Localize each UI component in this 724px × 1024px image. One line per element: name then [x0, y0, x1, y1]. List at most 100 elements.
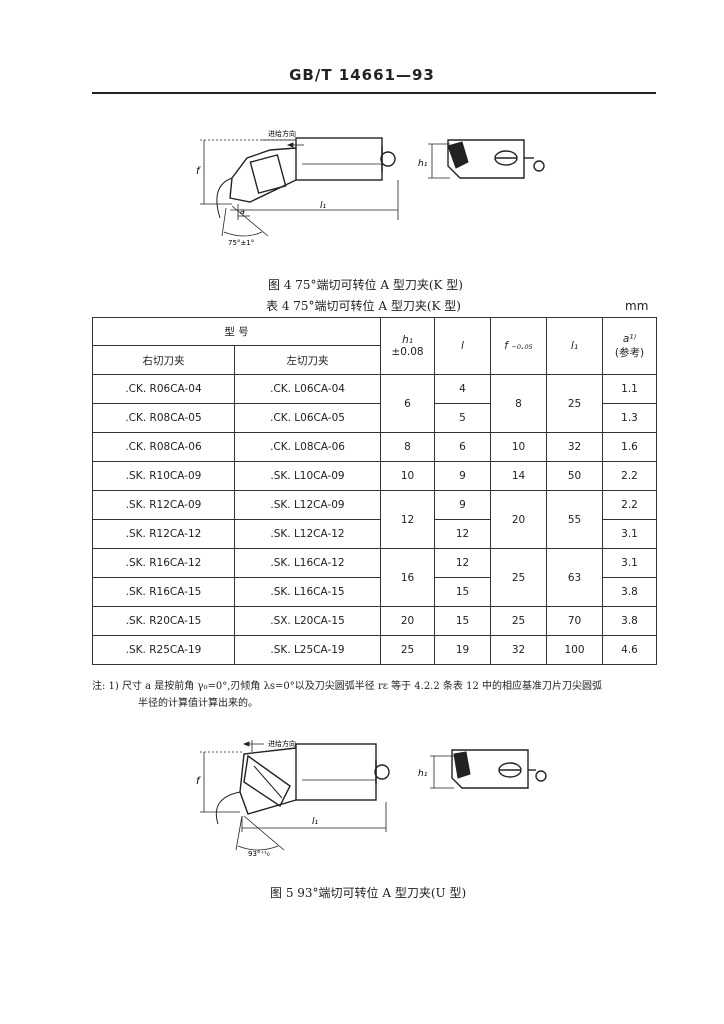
table-row: .CK. R06CA-04 .CK. L06CA-04 6 4 8 25 1.1 — [92, 374, 657, 433]
figure4-dim-l1: l₁ — [320, 201, 327, 211]
table-header-l1: l₁ — [546, 317, 603, 375]
figure5-dim-f: f — [196, 776, 201, 787]
row-a: 1.3 — [602, 403, 657, 433]
table-header-right: 右切刀夹 — [92, 345, 235, 375]
table-row: .SK. R25CA-19 .SK. L25CA-19 25 19 32 100… — [92, 635, 657, 665]
row-h1: 12 — [380, 490, 435, 549]
figure4-dim-h1: h₁ — [418, 159, 428, 169]
row-a: 4.6 — [602, 635, 657, 665]
row-right-model: .SK. R16CA-12 — [92, 548, 235, 578]
row-f: 25 — [490, 606, 547, 636]
row-right-model: .SK. R25CA-19 — [92, 635, 235, 665]
figure5-side-view: 进给方向 f l₁ 93°⁺¹₀ — [196, 739, 390, 858]
table-header-f: f ₋₀.₀₅ — [490, 317, 547, 375]
row-l1: 55 — [546, 490, 603, 549]
row-l1: 25 — [546, 374, 603, 433]
row-l: 6 — [434, 432, 491, 462]
row-left-model: .SK. L16CA-15 — [234, 577, 381, 607]
figure5-dim-h1: h₁ — [418, 769, 428, 779]
row-l1: 50 — [546, 461, 603, 491]
row-h1: 6 — [380, 374, 435, 433]
row-l: 9 — [434, 461, 491, 491]
row-l1: 100 — [546, 635, 603, 665]
row-a: 3.8 — [602, 577, 657, 607]
row-a: 2.2 — [602, 461, 657, 491]
row-h1: 8 — [380, 432, 435, 462]
table4: 型 号 h₁ ±0.08 l f ₋₀.₀₅ l₁ a¹⁾ (参考) 右切刀夹 … — [92, 317, 657, 665]
row-right-model: .SK. R12CA-09 — [92, 490, 235, 520]
figure4-angle: 75°±1° — [228, 239, 254, 247]
row-l1: 70 — [546, 606, 603, 636]
table-header-l: l — [434, 317, 491, 375]
table-row: .SK. R16CA-12 .SK. L16CA-12 16 12 25 63 … — [92, 548, 657, 607]
row-right-model: .SK. R16CA-15 — [92, 577, 235, 607]
figure4-end-view: h₁ — [418, 139, 545, 179]
row-h1: 20 — [380, 606, 435, 636]
row-left-model: .SK. L12CA-12 — [234, 519, 381, 549]
row-h1: 10 — [380, 461, 435, 491]
row-right-model: .CK. R08CA-06 — [92, 432, 235, 462]
row-right-model: .CK. R06CA-04 — [92, 374, 235, 404]
row-a: 1.1 — [602, 374, 657, 404]
row-l: 15 — [434, 577, 491, 607]
figure4-caption: 图 4 75°端切可转位 A 型刀夹(K 型) — [268, 278, 463, 292]
row-f: 10 — [490, 432, 547, 462]
figure5-dim-l1: l₁ — [312, 817, 319, 827]
row-right-model: .CK. R08CA-05 — [92, 403, 235, 433]
row-left-model: .SK. L12CA-09 — [234, 490, 381, 520]
table-header-a-ref: (参考) — [614, 346, 645, 359]
note-line-2: 半径的计算值计算出来的。 — [138, 698, 258, 709]
row-h1: 16 — [380, 548, 435, 607]
row-left-model: .CK. L08CA-06 — [234, 432, 381, 462]
table-row: .SK. R16CA-15 .SK. L16CA-15 15 3.8 — [92, 577, 657, 607]
table-row: .SK. R12CA-09 .SK. L12CA-09 12 9 20 55 2… — [92, 490, 657, 549]
row-right-model: .SK. R20CA-15 — [92, 606, 235, 636]
table4-note: 注: 1) 尺寸 a 是按前角 γ₀=0°,刃倾角 λs=0°以及刀尖圆弧半径 … — [92, 678, 662, 712]
row-a: 2.2 — [602, 490, 657, 520]
row-a: 3.8 — [602, 606, 657, 636]
row-f: 8 — [490, 374, 547, 433]
row-l: 12 — [434, 519, 491, 549]
row-left-model: .SK. L10CA-09 — [234, 461, 381, 491]
table-row: .CK. R08CA-06 .CK. L08CA-06 8 6 10 32 1.… — [92, 432, 657, 462]
row-left-model: .SK. L16CA-12 — [234, 548, 381, 578]
figure4-side-view: 进给方向 f l₁ a 75°±1° — [196, 129, 399, 247]
row-f: 32 — [490, 635, 547, 665]
standard-code: GB/T 14661—93 — [289, 66, 435, 84]
row-l: 4 — [434, 374, 491, 404]
figure5-caption: 图 5 93°端切可转位 A 型刀夹(U 型) — [270, 886, 467, 900]
row-left-model: .SK. L25CA-19 — [234, 635, 381, 665]
table-row: .SK. R20CA-15 .SX. L20CA-15 20 15 25 70 … — [92, 606, 657, 636]
table-header-model: 型 号 — [92, 317, 381, 346]
row-left-model: .SX. L20CA-15 — [234, 606, 381, 636]
row-l1: 63 — [546, 548, 603, 607]
table-header-a: a¹⁾ (参考) — [602, 317, 657, 375]
table4-caption: 表 4 75°端切可转位 A 型刀夹(K 型) — [266, 299, 461, 313]
figure4-feed-direction: 进给方向 — [268, 129, 296, 138]
row-right-model: .SK. R12CA-12 — [92, 519, 235, 549]
figure4-dim-f: f — [196, 166, 201, 177]
row-f: 20 — [490, 490, 547, 549]
row-l: 19 — [434, 635, 491, 665]
table-header-h1-symbol: h₁ — [402, 334, 413, 346]
table-header-h1-tolerance: ±0.08 — [391, 346, 424, 358]
row-l: 12 — [434, 548, 491, 578]
row-left-model: .CK. L06CA-05 — [234, 403, 381, 433]
row-a: 3.1 — [602, 548, 657, 578]
figure4-dim-a: a — [240, 207, 245, 216]
table-row: .CK. R08CA-05 .CK. L06CA-05 5 1.3 — [92, 403, 657, 433]
row-left-model: .CK. L06CA-04 — [234, 374, 381, 404]
row-a: 3.1 — [602, 519, 657, 549]
row-a: 1.6 — [602, 432, 657, 462]
row-f: 25 — [490, 548, 547, 607]
figure5-end-view: h₁ — [418, 749, 547, 789]
row-l: 9 — [434, 490, 491, 520]
header-rule — [92, 92, 656, 94]
row-l: 5 — [434, 403, 491, 433]
row-f: 14 — [490, 461, 547, 491]
table-row: .SK. R10CA-09 .SK. L10CA-09 10 9 14 50 2… — [92, 461, 657, 491]
figure5-angle: 93°⁺¹₀ — [248, 850, 270, 858]
table4-unit: mm — [625, 299, 649, 313]
table-header-a-symbol: a¹⁾ — [622, 332, 637, 345]
table-header-h1: h₁ ±0.08 — [380, 317, 435, 375]
